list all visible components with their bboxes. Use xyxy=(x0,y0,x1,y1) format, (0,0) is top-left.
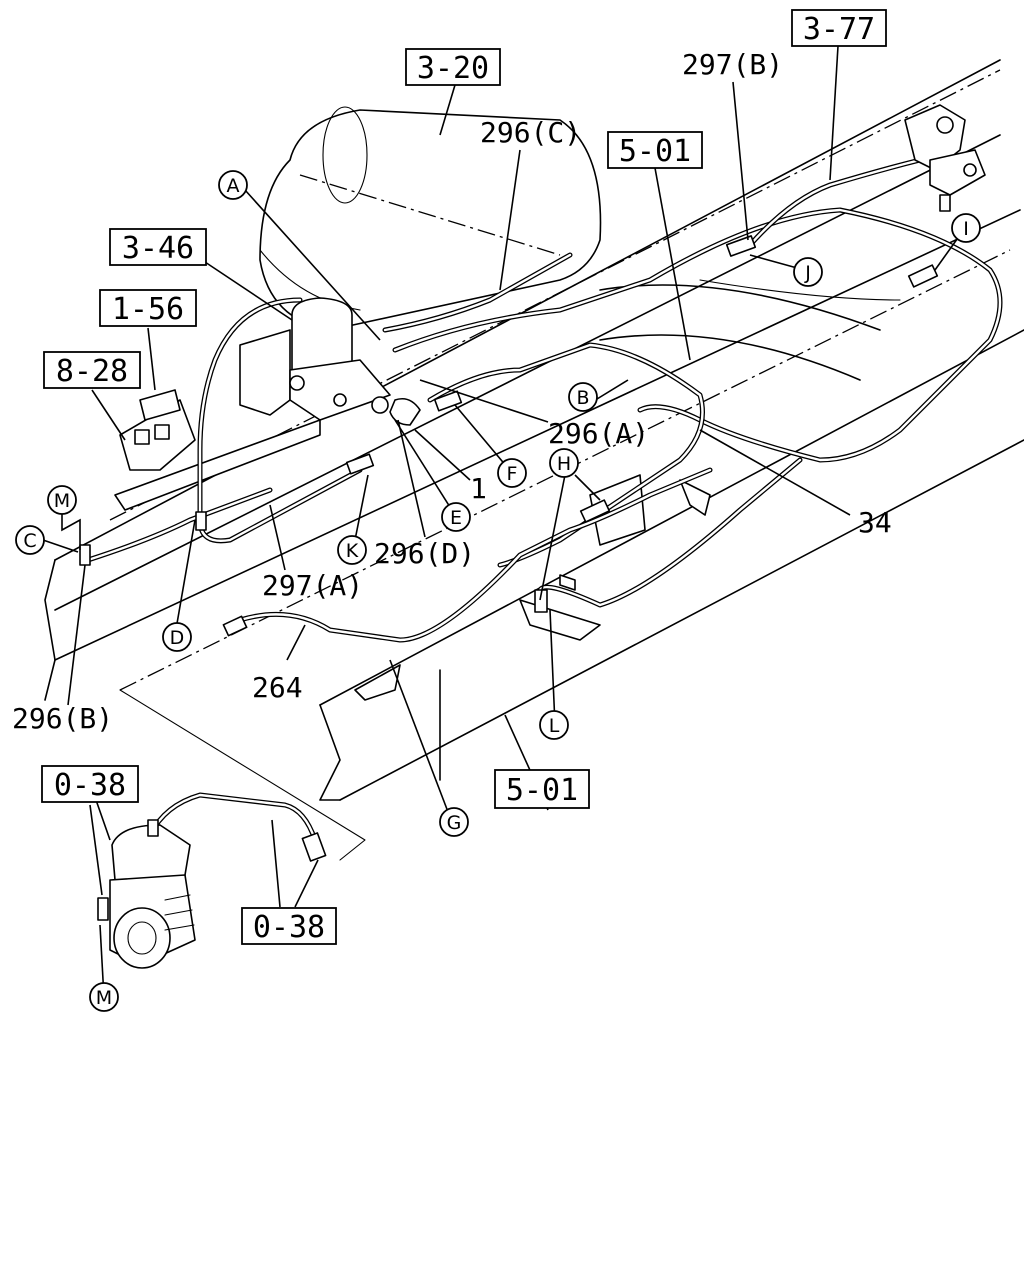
callout-letter: B xyxy=(576,387,589,409)
callout-l: L xyxy=(539,710,569,740)
callout-letter: D xyxy=(170,627,185,649)
part-label-1: 1 xyxy=(470,472,487,505)
callout-letter: L xyxy=(549,715,560,737)
ref-box-3-46: 3-46 xyxy=(109,228,207,266)
ref-box-0-38-bottom: 0-38 xyxy=(241,907,337,945)
leader-lines xyxy=(42,45,966,999)
part-label-296d: 296(D) xyxy=(374,537,475,570)
part-label-264: 264 xyxy=(252,671,303,704)
callout-letter: F xyxy=(507,463,518,485)
ref-box-5-01-top: 5-01 xyxy=(607,131,703,169)
ref-label: 8-28 xyxy=(56,354,128,389)
part-label-34: 34 xyxy=(858,506,892,539)
callout-letter: H xyxy=(557,453,571,475)
ref-label: 5-01 xyxy=(619,134,691,169)
callout-letter: J xyxy=(804,262,811,284)
ref-box-1-56: 1-56 xyxy=(99,289,197,327)
part-label-296a: 296(A) xyxy=(548,417,649,450)
ref-label: 5-01 xyxy=(506,773,578,808)
callout-i: I xyxy=(951,213,981,243)
callout-m-bottom: M xyxy=(89,982,119,1012)
air-dryer xyxy=(239,297,421,426)
callout-letter: E xyxy=(450,507,462,529)
ref-box-3-77: 3-77 xyxy=(791,9,887,47)
ref-box-8-28: 8-28 xyxy=(43,351,141,389)
ref-label: 3-77 xyxy=(803,12,875,47)
ref-box-0-38-top: 0-38 xyxy=(41,765,139,803)
callout-letter: I xyxy=(963,218,969,240)
part-label-296b: 296(B) xyxy=(12,702,113,735)
callout-letter: G xyxy=(447,812,462,834)
callout-c: C xyxy=(15,525,45,555)
air-tank xyxy=(259,106,602,331)
callout-h: H xyxy=(549,448,579,478)
callout-b: B xyxy=(568,382,598,412)
ref-label: 1-56 xyxy=(112,292,184,327)
callout-g: G xyxy=(439,807,469,837)
callout-j: J xyxy=(793,257,823,287)
callout-d: D xyxy=(162,622,192,652)
brackets xyxy=(354,474,711,701)
part-label-297b: 297(B) xyxy=(682,48,783,81)
callout-letter: K xyxy=(346,540,359,562)
callout-letter: M xyxy=(54,490,70,512)
pipes xyxy=(79,157,1003,862)
callout-a: A xyxy=(218,170,248,200)
part-label-296c: 296(C) xyxy=(480,116,581,149)
callout-letter: C xyxy=(23,530,36,552)
compressor xyxy=(97,819,196,969)
callout-letter: A xyxy=(227,175,240,197)
ref-box-3-20: 3-20 xyxy=(405,48,501,86)
ref-label: 0-38 xyxy=(54,768,126,803)
valve-block xyxy=(114,389,321,511)
ref-label: 0-38 xyxy=(253,910,325,945)
callout-m-top: M xyxy=(47,485,77,515)
ref-box-5-01-bottom: 5-01 xyxy=(494,769,590,809)
callout-letter: M xyxy=(96,987,112,1009)
part-label-297a: 297(A) xyxy=(262,569,363,602)
ref-label: 3-46 xyxy=(122,231,194,266)
callout-k: K xyxy=(337,535,367,565)
top-right-valve xyxy=(904,104,986,212)
callout-f: F xyxy=(497,458,527,488)
ref-label: 3-20 xyxy=(417,51,489,86)
callout-e: E xyxy=(441,502,471,532)
